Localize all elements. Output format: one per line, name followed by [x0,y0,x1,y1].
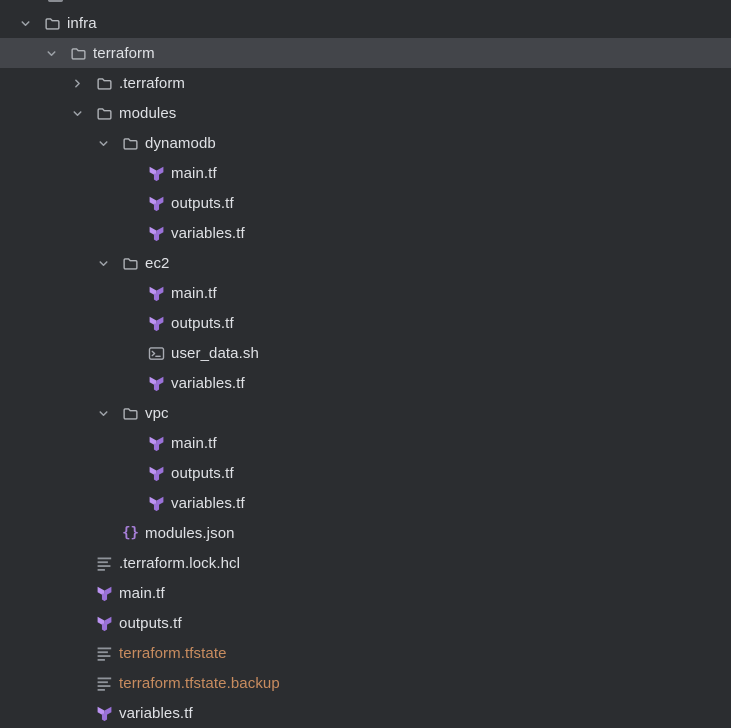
chevron-down-icon[interactable] [42,47,70,60]
chevron-down-icon[interactable] [16,17,44,30]
chevron-down-icon[interactable] [94,257,122,270]
file-tree: infra terraform .terraform modules dynamodb m… [0,8,731,728]
tree-row[interactable]: .terraform [0,68,731,98]
tree-item-label: main.tf [171,434,217,452]
tree-row[interactable]: main.tf [0,158,731,188]
tree-row[interactable]: outputs.tf [0,188,731,218]
tree-row[interactable]: variables.tf [0,698,731,728]
tree-item-label: terraform.tfstate [119,644,227,662]
tree-row[interactable]: terraform [0,38,731,68]
terraform-file-icon [148,375,165,392]
terraform-file-icon [148,435,165,452]
tree-item-label: modules [119,104,177,122]
tree-item-label: variables.tf [171,374,245,392]
terminal-icon [148,345,165,362]
terraform-file-icon [148,225,165,242]
terraform-file-icon [96,585,113,602]
chevron-down-icon[interactable] [68,107,96,120]
tree-item-label: infra [67,14,97,32]
tree-row[interactable]: main.tf [0,428,731,458]
tree-item-label: outputs.tf [171,314,234,332]
text-file-icon [96,645,113,662]
tree-row[interactable]: modules [0,98,731,128]
tree-row[interactable]: outputs.tf [0,608,731,638]
tree-item-label: variables.tf [171,494,245,512]
terraform-file-icon [148,165,165,182]
terraform-file-icon [148,495,165,512]
tree-row[interactable]: .terraform.lock.hcl [0,548,731,578]
chevron-down-icon[interactable] [94,407,122,420]
folder-icon [70,45,87,62]
tree-row[interactable]: main.tf [0,578,731,608]
tree-row[interactable]: terraform.tfstate [0,638,731,668]
chevron-down-icon[interactable] [94,137,122,150]
tree-row[interactable]: infra [0,8,731,38]
tree-item-label: outputs.tf [119,614,182,632]
folder-icon [122,255,139,272]
tree-item-label: main.tf [171,164,217,182]
tree-row[interactable]: terraform.tfstate.backup [0,668,731,698]
tree-row[interactable]: {} modules.json [0,518,731,548]
folder-icon [44,15,61,32]
folder-icon [122,405,139,422]
terraform-file-icon [148,195,165,212]
tree-row[interactable]: outputs.tf [0,308,731,338]
tree-item-label: variables.tf [119,704,193,722]
tree-row[interactable]: main.tf [0,278,731,308]
tree-row[interactable]: outputs.tf [0,458,731,488]
tree-item-label: user_data.sh [171,344,259,362]
folder-icon [122,135,139,152]
json-braces-icon: {} [122,524,139,541]
terraform-file-icon [96,615,113,632]
tree-item-label: .terraform [119,74,186,92]
tree-item-label: vpc [145,404,169,422]
terraform-file-icon [96,705,113,722]
text-file-icon [96,555,113,572]
tree-row[interactable]: variables.tf [0,368,731,398]
folder-icon [96,105,113,122]
tree-row[interactable]: variables.tf [0,488,731,518]
clipped-row-icon-fragment [48,0,63,2]
tree-item-label: main.tf [171,284,217,302]
text-file-icon [96,675,113,692]
tree-item-label: outputs.tf [171,194,234,212]
tree-item-label: variables.tf [171,224,245,242]
terraform-file-icon [148,315,165,332]
tree-item-label: main.tf [119,584,165,602]
terraform-file-icon [148,465,165,482]
tree-item-label: .terraform.lock.hcl [119,554,241,572]
tree-row[interactable]: variables.tf [0,218,731,248]
tree-row[interactable]: vpc [0,398,731,428]
tree-item-label: dynamodb [145,134,216,152]
tree-item-label: terraform [93,44,155,62]
tree-row[interactable]: dynamodb [0,128,731,158]
tree-item-label: modules.json [145,524,235,542]
terraform-file-icon [148,285,165,302]
tree-row[interactable]: ec2 [0,248,731,278]
chevron-right-icon[interactable] [68,77,96,90]
tree-row[interactable]: user_data.sh [0,338,731,368]
tree-item-label: outputs.tf [171,464,234,482]
tree-item-label: ec2 [145,254,170,272]
tree-item-label: terraform.tfstate.backup [119,674,280,692]
folder-icon [96,75,113,92]
